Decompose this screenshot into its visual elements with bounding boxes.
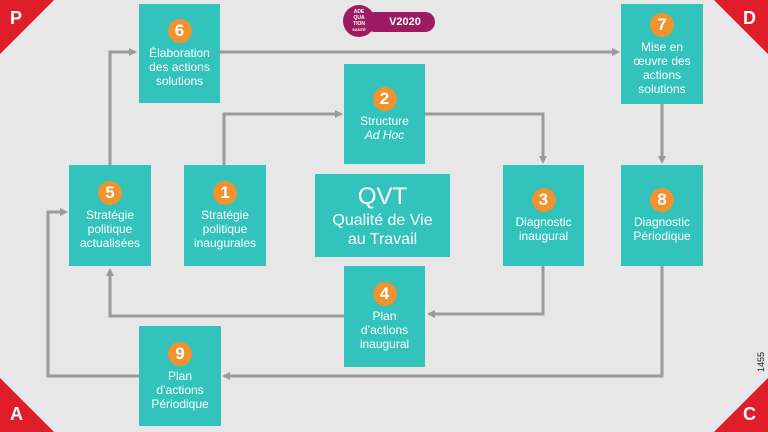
- step-label: Mise en œuvre des actions solutions: [633, 40, 690, 96]
- version-badge: V2020: [365, 12, 435, 32]
- step-1-box: 1 Stratégie politique inaugurales: [184, 165, 266, 266]
- step-number-badge: 9: [168, 341, 192, 366]
- step-label-line: politique: [87, 222, 133, 236]
- step-label-line: solutions: [638, 81, 686, 96]
- corner-a-label: A: [10, 404, 23, 424]
- step-label-line: inaugural: [359, 337, 410, 351]
- corner-p-triangle: [0, 0, 54, 54]
- step-6-box: 6 Élaboration des actions solutions: [139, 4, 220, 103]
- corner-d-label: D: [743, 8, 756, 28]
- step-number-badge: 5: [98, 181, 122, 205]
- step-number-badge: 7: [650, 12, 674, 37]
- arrow-3-to-4: [427, 266, 545, 318]
- step-number-badge: 8: [650, 188, 674, 212]
- qvt-subtitle-line: au Travail: [347, 230, 418, 248]
- step-4-box: 4 Plan d’actions inaugural: [344, 266, 425, 367]
- step-8-box: 8 Diagnostic Périodique: [621, 165, 703, 266]
- step-number-badge: 4: [372, 282, 397, 306]
- corner-a-triangle: [0, 378, 54, 432]
- step-label-line: solutions: [155, 74, 204, 88]
- step-label-line: Périodique: [633, 229, 691, 243]
- step-label-line: Plan: [167, 368, 193, 383]
- corner-p-label: P: [10, 8, 23, 28]
- step-9-box: 9 Plan d’actions Périodique: [139, 326, 221, 426]
- step-label-line: Diagnostic: [633, 215, 691, 229]
- arrow-8-to-9: [222, 266, 664, 380]
- step-label-line: Périodique: [151, 396, 209, 411]
- step-label-line: Plan: [372, 309, 397, 323]
- step-label-line: Stratégie: [85, 208, 134, 222]
- arrow-2-to-3: [425, 112, 547, 164]
- arrow-4-to-5: [106, 268, 344, 318]
- step-number-badge: 6: [167, 19, 192, 43]
- arrow-5-to-6: [108, 48, 137, 165]
- step-label-line: Stratégie: [200, 208, 249, 222]
- step-label-line: œuvre des: [633, 53, 691, 68]
- step-label: Structure Ad Hoc: [360, 114, 409, 142]
- step-label-line: d’actions: [156, 382, 204, 397]
- step-label-line: Ad Hoc: [364, 127, 405, 142]
- arrow-1-to-2: [222, 110, 343, 165]
- step-3-box: 3 Diagnostic inaugural: [503, 165, 584, 266]
- logo-line: QUA: [353, 15, 365, 21]
- step-number-badge: 1: [213, 181, 237, 205]
- logo-line: ADE: [353, 9, 365, 15]
- logo-line: SANTÉ: [352, 27, 366, 32]
- step-7-box: 7 Mise en œuvre des actions solutions: [621, 4, 703, 104]
- qvt-center-box: QVT Qualité de Vie au Travail: [315, 174, 450, 257]
- corner-c-triangle: [714, 378, 768, 432]
- corner-c-label: C: [743, 404, 756, 424]
- reference-code: 1455: [756, 351, 766, 372]
- step-label: Stratégie politique actualisées: [80, 208, 140, 250]
- step-2-box: 2 Structure Ad Hoc: [344, 64, 425, 164]
- step-label: Diagnostic inaugural: [515, 215, 571, 243]
- step-label: Élaboration des actions solutions: [149, 46, 210, 88]
- step-label-line: des actions: [149, 60, 210, 74]
- logo-circle: ADE QUA TION SANTÉ: [343, 5, 375, 37]
- arrow-9-to-5: [46, 208, 139, 378]
- step-label: Stratégie politique inaugurales: [194, 208, 256, 250]
- step-5-box: 5 Stratégie politique actualisées: [69, 165, 151, 266]
- qvt-subtitle-line: Qualité de Vie: [332, 211, 433, 229]
- step-label: Plan d’actions inaugural: [360, 309, 409, 351]
- step-label-line: inaugurales: [193, 236, 257, 250]
- qvt-title: QVT: [357, 182, 408, 210]
- step-label-line: Diagnostic: [515, 215, 572, 229]
- corner-d-triangle: [714, 0, 768, 54]
- logo-line: TION: [353, 21, 365, 27]
- step-label: Diagnostic Périodique: [633, 215, 690, 243]
- step-label-line: actions: [642, 67, 681, 82]
- step-label-line: d’actions: [360, 323, 409, 337]
- step-label-line: Élaboration: [149, 46, 210, 60]
- step-label-line: Structure: [360, 113, 409, 128]
- adequation-sante-logo: V2020 ADE QUA TION SANTÉ: [343, 5, 435, 37]
- step-label: Plan d’actions Périodique: [151, 369, 208, 411]
- step-number-badge: 2: [372, 86, 397, 111]
- step-label-line: Mise en: [640, 39, 683, 54]
- qvt-subtitle: Qualité de Vie au Travail: [332, 211, 432, 249]
- step-label-line: inaugural: [518, 229, 569, 243]
- step-label-line: actualisées: [79, 236, 141, 250]
- step-label-line: politique: [202, 222, 248, 236]
- step-number-badge: 3: [531, 188, 556, 212]
